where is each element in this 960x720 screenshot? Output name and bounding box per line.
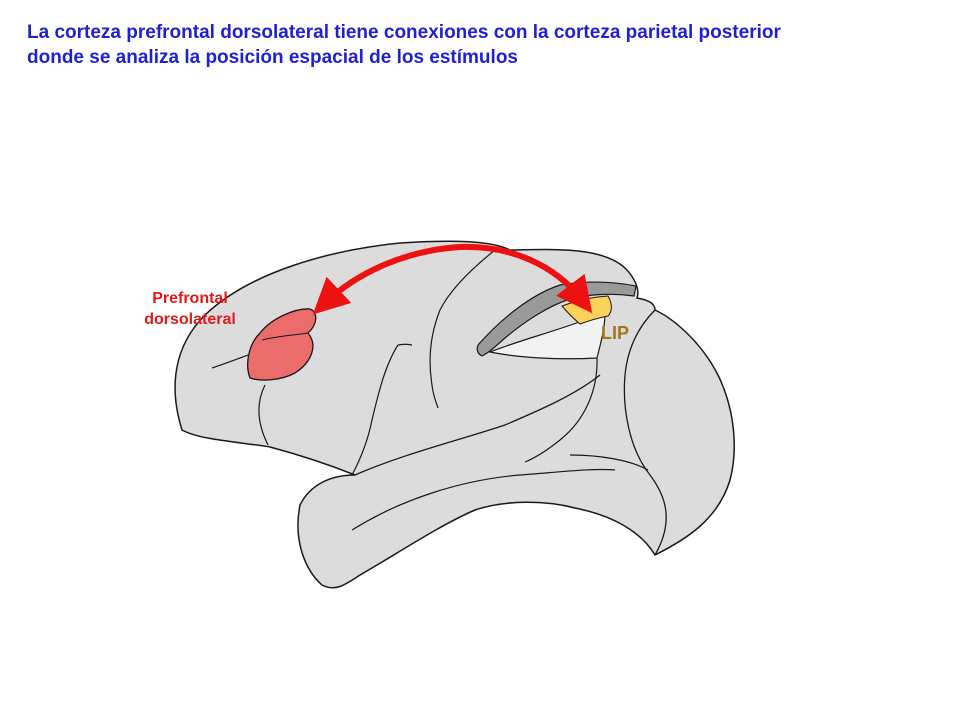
- parietal-sulcus: [524, 357, 598, 463]
- connection-arrow: [312, 243, 593, 315]
- intraparietal-sulcus-floor: [487, 311, 606, 360]
- slide-title: La corteza prefrontal dorsolateral tiene…: [27, 20, 927, 70]
- temporal-sulcus: [351, 468, 616, 531]
- occipital-lobe-outline: [623, 309, 667, 556]
- temporal-lobe-outline: [354, 374, 601, 476]
- lunate-sulcus-lower: [569, 454, 649, 471]
- prefrontal-label-line-2: dorsolateral: [144, 311, 236, 328]
- prefrontal-label-line-1: Prefrontal: [152, 290, 228, 307]
- precentral-sulcus: [351, 344, 399, 476]
- prefrontal-dorsolateral-area: [247, 308, 317, 381]
- arcuate-sulcus: [258, 384, 269, 446]
- lip-label: LIP: [601, 323, 630, 343]
- prefrontal-area-divider: [261, 332, 309, 341]
- precentral-sulcus-cap: [397, 343, 413, 346]
- title-line-1: La corteza prefrontal dorsolateral tiene…: [27, 22, 781, 43]
- prefrontal-label: Prefrontal dorsolateral: [120, 288, 260, 330]
- title-line-2: donde se analiza la posición espacial de…: [27, 47, 518, 68]
